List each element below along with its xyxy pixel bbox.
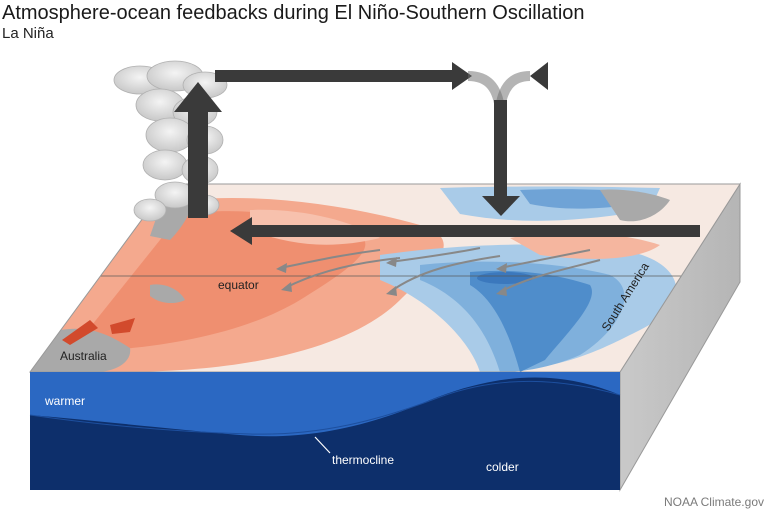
diagram-title: Atmosphere-ocean feedbacks during El Niñ… <box>2 2 585 24</box>
warmer-label: warmer <box>44 394 85 408</box>
arrow-down-icon <box>482 196 520 216</box>
ocean-surface <box>30 184 740 372</box>
trade-wind-heads <box>276 257 507 296</box>
warm-upper-layer <box>30 372 620 437</box>
diagram-subtitle: La Niña <box>2 25 54 42</box>
australia-label: Australia <box>60 349 107 363</box>
surface-arrow-head <box>230 217 252 245</box>
cloud-icon <box>113 60 228 222</box>
credit-text: NOAA Climate.gov <box>663 495 764 509</box>
colder-label: colder <box>486 460 519 474</box>
arrow-up-icon <box>174 82 222 112</box>
arrow-left-icon <box>530 62 548 90</box>
sinking-air-shaft <box>494 100 507 198</box>
thermocline-pointer <box>314 436 331 454</box>
arrow-right-icon <box>452 62 472 90</box>
trade-wind-arrows <box>279 247 601 293</box>
equator-label: equator <box>218 278 259 292</box>
australia-land <box>30 328 131 372</box>
rising-air-shaft <box>188 108 208 218</box>
thermocline-label: thermocline <box>332 453 394 467</box>
